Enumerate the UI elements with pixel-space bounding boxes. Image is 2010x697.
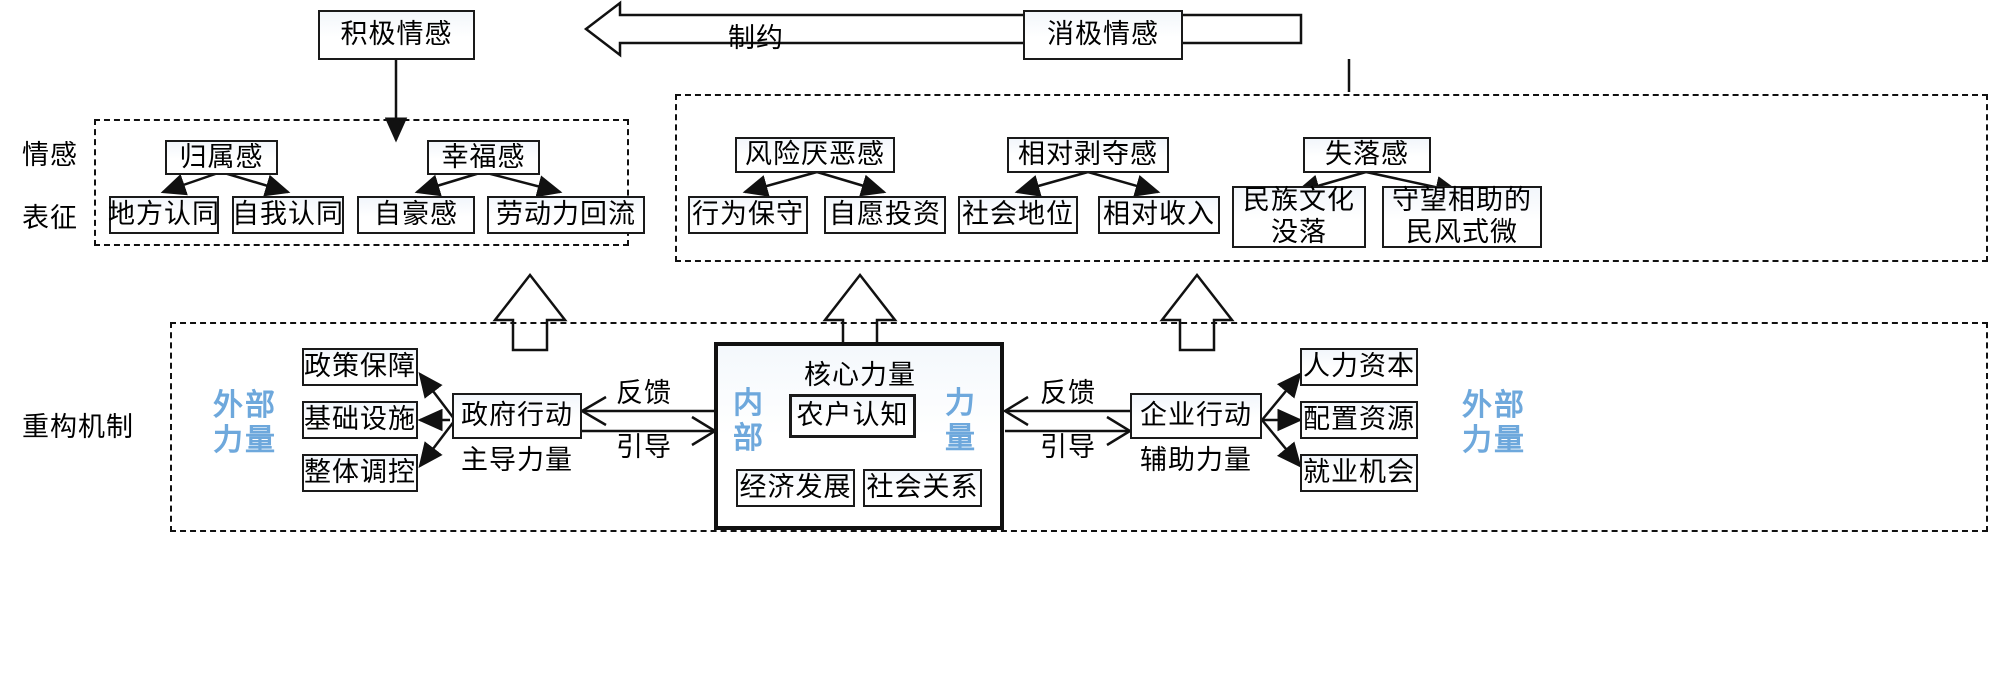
node-self-identity[interactable]: 自我认同 xyxy=(232,196,344,234)
reconstruction-mechanism-group xyxy=(170,322,1988,532)
node-belonging[interactable]: 归属感 xyxy=(165,140,278,175)
node-social-relations[interactable]: 社会关系 xyxy=(863,469,982,507)
row-label-emotion: 情感 xyxy=(22,140,78,170)
core-force-title: 核心力量 xyxy=(804,360,916,390)
node-resource-allocation[interactable]: 配置资源 xyxy=(1300,401,1418,439)
positive-emotion-group xyxy=(94,119,629,246)
node-relative-deprivation[interactable]: 相对剥夺感 xyxy=(1007,137,1169,173)
node-pride[interactable]: 自豪感 xyxy=(357,196,475,234)
gov-link-feedback-label: 反馈 xyxy=(616,378,672,408)
ent-link-guidance-label: 引导 xyxy=(1040,432,1096,462)
enterprise-action-role: 辅助力量 xyxy=(1140,445,1252,475)
node-conservative-behavior[interactable]: 行为保守 xyxy=(688,196,808,234)
node-infrastructure[interactable]: 基础设施 xyxy=(302,401,418,439)
right-external-force-label: 外部力量 xyxy=(1462,389,1526,457)
node-relative-income[interactable]: 相对收入 xyxy=(1098,196,1220,234)
core-force-side-label: 力量 xyxy=(945,387,977,455)
row-label-mechanism: 重构机制 xyxy=(22,412,134,442)
node-risk-aversion[interactable]: 风险厌恶感 xyxy=(735,137,895,173)
node-positive-emotion[interactable]: 积极情感 xyxy=(318,10,475,60)
negative-emotion-group xyxy=(675,94,1988,262)
ent-link-feedback-label: 反馈 xyxy=(1040,378,1096,408)
node-loss-feeling[interactable]: 失落感 xyxy=(1303,137,1431,173)
gov-link-guidance-label: 引导 xyxy=(616,432,672,462)
node-labor-return[interactable]: 劳动力回流 xyxy=(487,196,645,234)
node-farmer-cognition[interactable]: 农户认知 xyxy=(789,394,916,438)
row-label-representation: 表征 xyxy=(22,203,78,233)
node-voluntary-investment[interactable]: 自愿投资 xyxy=(824,196,946,234)
node-social-status[interactable]: 社会地位 xyxy=(958,196,1078,234)
node-ethnic-culture-decline[interactable]: 民族文化没落 xyxy=(1232,185,1366,248)
left-external-force-label: 外部力量 xyxy=(213,389,277,457)
node-human-capital[interactable]: 人力资本 xyxy=(1300,348,1418,386)
node-employment-opportunity[interactable]: 就业机会 xyxy=(1300,454,1418,492)
node-enterprise-action[interactable]: 企业行动 xyxy=(1130,393,1262,439)
node-policy-guarantee[interactable]: 政策保障 xyxy=(302,348,418,386)
constraint-arrow-label: 制约 xyxy=(728,23,784,53)
node-economic-development[interactable]: 经济发展 xyxy=(736,469,855,507)
node-mutual-aid-decline[interactable]: 守望相助的民风式微 xyxy=(1382,185,1542,248)
constraint-block-arrow xyxy=(583,0,1303,58)
core-inner-label: 内部 xyxy=(733,387,765,455)
node-government-action[interactable]: 政府行动 xyxy=(452,393,582,439)
government-action-role: 主导力量 xyxy=(461,445,573,475)
node-overall-regulation[interactable]: 整体调控 xyxy=(302,454,418,492)
node-happiness[interactable]: 幸福感 xyxy=(427,140,540,175)
node-negative-emotion[interactable]: 消极情感 xyxy=(1023,10,1183,60)
node-local-identity[interactable]: 地方认同 xyxy=(108,196,219,234)
